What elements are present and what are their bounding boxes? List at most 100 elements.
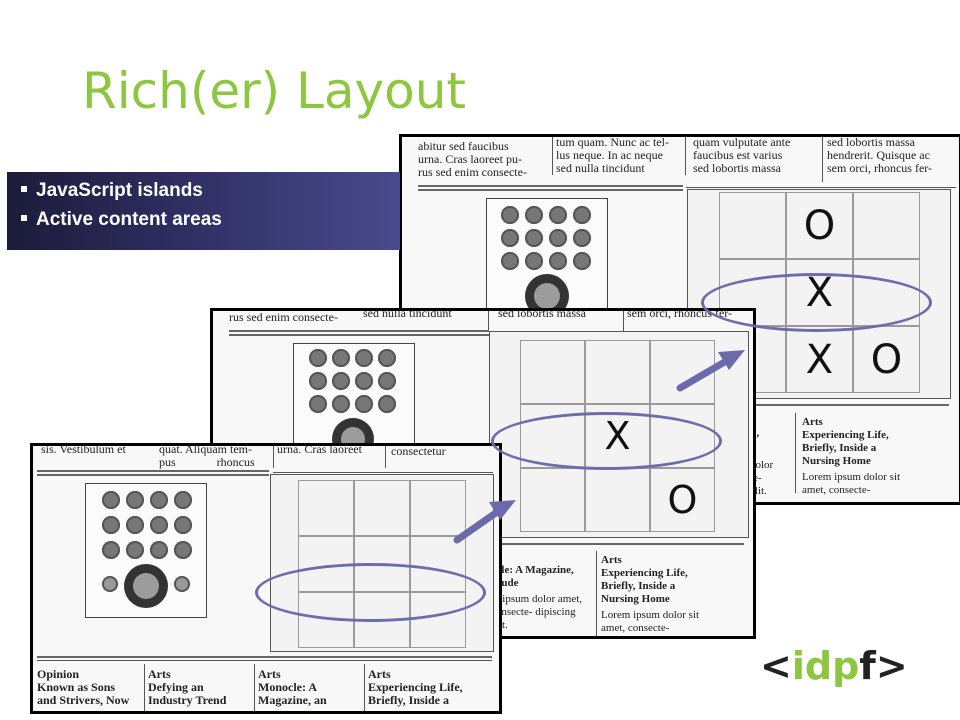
board-cell[interactable]: X	[786, 326, 853, 393]
article-title: Defying an	[148, 680, 204, 694]
image-thumbnail	[486, 198, 608, 318]
ornament-icon	[102, 576, 118, 592]
ornament-icon	[525, 229, 543, 247]
ornament-icon	[126, 541, 144, 559]
text-column: urna. Cras laoreet	[277, 446, 382, 456]
board-cell[interactable]	[298, 480, 354, 536]
logo-letter: f	[859, 644, 876, 688]
highlight-oval	[701, 273, 932, 332]
board-cell[interactable]: O	[853, 326, 920, 393]
article-title: Industry Trend	[148, 693, 227, 707]
board-cell[interactable]: O	[650, 468, 715, 532]
ornament-icon	[573, 206, 591, 224]
article-title: Experiencing Life, Briefly, Inside a Nur…	[601, 567, 688, 605]
text-line: hendrerit. Quisque ac	[827, 148, 930, 162]
article-section: Arts	[802, 416, 823, 428]
text-line: quam vulputate ante	[693, 135, 791, 149]
slide-title: Rich(er) Layout	[82, 62, 467, 120]
article-title: Briefly, Inside a	[368, 693, 450, 707]
logo-letter: p	[832, 644, 860, 688]
ornament-icon	[102, 491, 120, 509]
ornament-icon	[501, 229, 519, 247]
ornament-icon	[549, 229, 567, 247]
article-section: Arts	[258, 667, 281, 681]
board-cell[interactable]	[853, 192, 920, 259]
ornament-icon	[573, 229, 591, 247]
ornament-icon	[355, 349, 373, 367]
image-thumbnail	[293, 343, 415, 460]
bullet-box: JavaScript islands Active content areas	[7, 172, 400, 250]
text-line: faucibus est varius	[693, 148, 783, 162]
board-cell[interactable]: O	[786, 192, 853, 259]
ornament-icon	[549, 206, 567, 224]
bullet-square-icon	[21, 214, 27, 221]
bullet-text: Active content areas	[36, 209, 222, 230]
bullet-item: Active content areas	[21, 209, 222, 231]
text-line: sed lobortis massa	[498, 308, 586, 320]
text-line: te-	[750, 472, 790, 485]
highlight-oval	[255, 563, 486, 622]
ornament-icon	[525, 206, 543, 224]
ornament-icon	[573, 252, 591, 270]
board-cell[interactable]	[520, 340, 585, 404]
ornament-icon	[549, 252, 567, 270]
article-teaser: Arts Monocle: A Magazine, an	[258, 668, 363, 707]
ornament-icon	[174, 576, 190, 592]
highlight-oval	[491, 412, 722, 470]
ornament-icon	[150, 541, 168, 559]
article-section: Arts	[601, 554, 622, 566]
ornament-icon	[378, 349, 396, 367]
ornament-icon	[126, 491, 144, 509]
text-line: sed nulla tincidunt	[556, 161, 645, 175]
article-title: Experiencing Life,	[368, 680, 463, 694]
logo-bracket: >	[875, 644, 908, 688]
article-section: Arts	[368, 667, 391, 681]
article-teaser: Arts Experiencing Life, Briefly, Inside …	[802, 416, 942, 497]
text-line: sis. Vestibulum et	[41, 443, 126, 456]
article-body: m ipsum dolor amet, consecte- dipiscing …	[491, 593, 583, 631]
ornament-icon	[309, 395, 327, 413]
idpf-logo: <idpf>	[760, 644, 908, 688]
ornament-icon	[174, 491, 192, 509]
text-line: rus sed enim consecte-	[418, 165, 527, 179]
article-title: and Strivers, Now	[37, 693, 130, 707]
ornament-icon	[102, 516, 120, 534]
board-cell[interactable]	[585, 468, 650, 532]
board-cell[interactable]	[410, 480, 466, 536]
text-column: quat. Aliquam tem- pus rhoncus	[159, 443, 271, 469]
text-column: abitur sed faucibus urna. Cras laoreet p…	[418, 140, 546, 179]
board-cell[interactable]	[520, 468, 585, 532]
article-teaser: Arts Defying an Industry Trend	[148, 668, 253, 707]
ornament-icon	[378, 372, 396, 390]
text-line: sed lobortis massa	[827, 135, 915, 149]
article-section: Opinion	[37, 667, 80, 681]
text-column: quam vulputate ante faucibus est varius …	[693, 135, 817, 175]
article-section: Arts	[148, 667, 171, 681]
partial-article: dolor te- elit.	[750, 459, 790, 498]
article-teaser: ocle: A Magazine, titude m ipsum dolor a…	[491, 564, 591, 632]
text-line: urna. Cras laoreet pu-	[418, 152, 522, 166]
bullet-square-icon	[21, 185, 27, 192]
layout-screenshot-front: sis. Vestibulum et quat. Aliquam tem- pu…	[30, 443, 502, 714]
board-cell[interactable]	[719, 192, 786, 259]
article-title: Known as Sons	[37, 680, 116, 694]
ornament-icon	[501, 206, 519, 224]
ornament-icon	[150, 516, 168, 534]
text-line: tum quam. Nunc ac tel-	[556, 135, 669, 149]
article-teaser: Opinion Known as Sons and Strivers, Now	[37, 668, 143, 707]
article-title: Experiencing Life, Briefly, Inside a Nur…	[802, 429, 889, 467]
logo-letter: d	[804, 644, 833, 688]
text-line: quat. Aliquam tem-	[159, 443, 252, 456]
image-thumbnail	[85, 483, 207, 618]
ornament-icon	[102, 541, 120, 559]
board-cell[interactable]	[354, 480, 410, 536]
board-cell[interactable]	[585, 340, 650, 404]
ornament-icon	[501, 252, 519, 270]
text-line: pus rhoncus	[159, 455, 255, 469]
text-line: sem orci, rhoncus fer-	[827, 161, 933, 175]
ornament-icon	[332, 372, 350, 390]
tic-tac-toe-board	[270, 474, 494, 652]
ornament-icon	[355, 395, 373, 413]
text-line: elit.	[750, 485, 767, 497]
board-cell[interactable]	[650, 340, 715, 404]
